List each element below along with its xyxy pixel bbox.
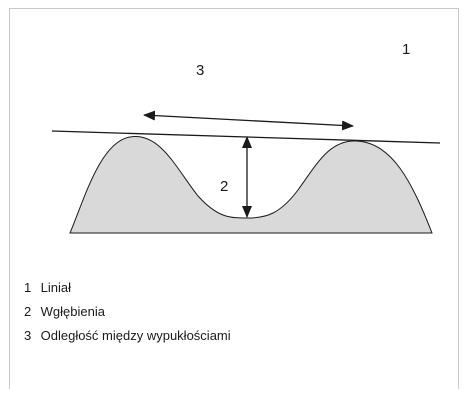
callout-distance: 3 [196, 62, 204, 79]
callout-depression: 2 [220, 178, 228, 195]
peak-distance-arrow [143, 110, 354, 131]
legend-number: 1 [24, 280, 32, 295]
legend-item-peak-distance: 3 Odległość między wypukłościami [24, 324, 231, 348]
legend-label: Liniał [40, 280, 71, 295]
legend: 1 Liniał 2 Wgłębienia 3 Odległość między… [24, 276, 231, 348]
legend-item-depressions: 2 Wgłębienia [24, 300, 231, 324]
legend-label: Odległość między wypukłościami [40, 328, 231, 343]
figure-frame [9, 8, 459, 389]
ruler-line [51, 130, 441, 144]
surface-profile [69, 136, 433, 234]
legend-label: Wgłębienia [40, 304, 105, 319]
legend-number: 3 [24, 328, 32, 343]
callout-ruler: 1 [402, 41, 410, 58]
legend-number: 2 [24, 304, 32, 319]
legend-item-ruler: 1 Liniał [24, 276, 231, 300]
